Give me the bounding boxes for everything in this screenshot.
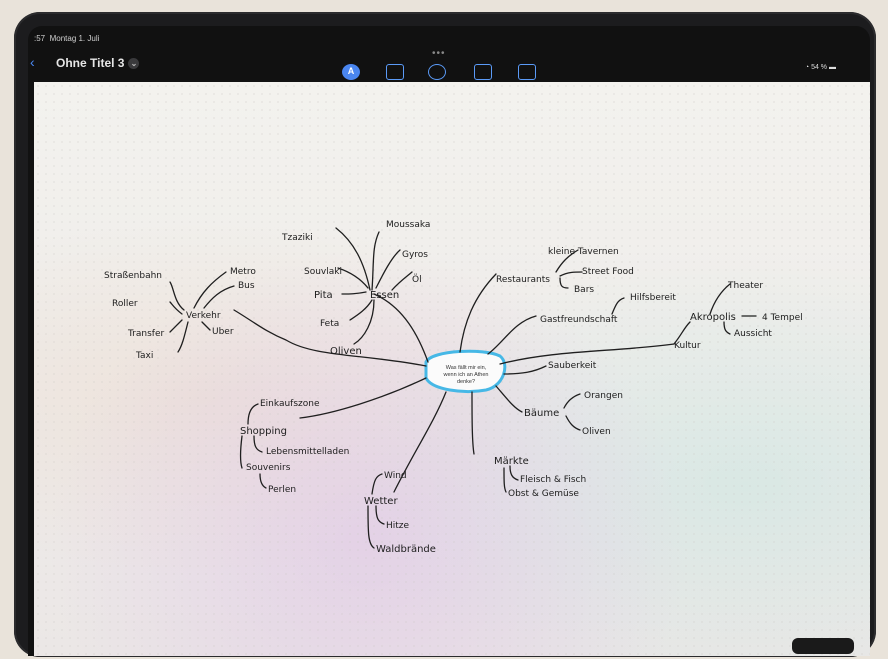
back-icon[interactable]: ‹: [30, 54, 35, 70]
more-dots-icon[interactable]: •••: [432, 48, 446, 59]
chevron-down-icon[interactable]: ⌄: [128, 58, 140, 70]
node-taxi: Taxi: [135, 351, 153, 361]
text-icon[interactable]: [474, 64, 492, 80]
node-maerkte: Märkte: [494, 456, 529, 467]
shapes-icon[interactable]: [428, 64, 446, 80]
node-oliven-baeume: Oliven: [582, 427, 611, 437]
node-roller: Roller: [112, 299, 138, 309]
center-bubble: [424, 349, 507, 393]
node-tzaziki: Tzaziki: [281, 233, 313, 243]
node-obst-gemuese: Obst & Gemüse: [508, 489, 579, 499]
home-bar: [792, 638, 854, 654]
tablet-screen: :57 Montag 1. Juli ‹ Ohne Titel 3⌄ ••• A…: [28, 26, 870, 656]
media-icon[interactable]: [518, 64, 536, 80]
node-transfer: Transfer: [127, 329, 164, 339]
node-moussaka: Moussaka: [386, 220, 430, 230]
node-bus: Bus: [238, 281, 255, 291]
node-hitze: Hitze: [386, 521, 410, 531]
toolbar: ‹ Ohne Titel 3⌄ ••• A: [28, 48, 870, 100]
node-wetter: Wetter: [364, 496, 398, 507]
node-aussicht: Aussicht: [734, 329, 772, 339]
node-wind: Wind: [384, 471, 407, 481]
node-souvenirs: Souvenirs: [246, 463, 291, 473]
node-metro: Metro: [230, 267, 256, 277]
node-gyros: Gyros: [402, 250, 428, 260]
node-akropolis: Akropolis: [690, 312, 736, 323]
node-feta: Feta: [320, 319, 339, 329]
node-souvlaki: Souvlaki: [304, 267, 342, 277]
document-title[interactable]: Ohne Titel 3⌄: [56, 56, 140, 70]
node-street-food: Street Food: [582, 267, 634, 277]
status-time: :57 Montag 1. Juli: [34, 34, 100, 43]
node-oliven-essen: Oliven: [330, 346, 362, 357]
battery-indicator: ◔ 54 % ▬: [804, 64, 836, 71]
node-sauberkeit: Sauberkeit: [548, 361, 597, 371]
pen-tool-icon[interactable]: A: [342, 64, 360, 80]
node-gastfreundschaft: Gastfreundschaft: [540, 315, 618, 325]
node-kleine-tavernen: kleine Tavernen: [548, 247, 619, 257]
node-essen: Essen: [370, 290, 399, 301]
node-perlen: Perlen: [268, 485, 296, 495]
node-oel: Öl: [412, 274, 422, 285]
node-kultur: Kultur: [674, 341, 701, 351]
node-4-tempel: 4 Tempel: [762, 313, 803, 323]
node-waldbraende: Waldbrände: [376, 544, 436, 555]
node-theater: Theater: [727, 281, 763, 291]
node-orangen: Orangen: [584, 391, 623, 401]
node-baeume: Bäume: [524, 408, 559, 419]
node-restaurants: Restaurants: [496, 275, 550, 285]
node-bars: Bars: [574, 285, 594, 295]
node-pita: Pita: [314, 290, 333, 301]
mind-map: Was fällt mir ein, wenn ich an Athen den…: [104, 220, 803, 555]
text-box-icon[interactable]: [386, 64, 404, 80]
node-fleisch-fisch: Fleisch & Fisch: [520, 475, 586, 485]
node-strassenbahn: Straßenbahn: [104, 271, 162, 281]
node-uber: Uber: [212, 327, 234, 337]
node-shopping: Shopping: [240, 426, 287, 437]
center-question-line-3: denke?: [457, 379, 475, 385]
node-lebensmittelladen: Lebensmittelladen: [266, 447, 349, 457]
drawing-canvas[interactable]: Was fällt mir ein, wenn ich an Athen den…: [34, 82, 870, 656]
node-verkehr: Verkehr: [186, 311, 221, 321]
node-einkaufszone: Einkaufszone: [260, 399, 320, 409]
center-question-line-1: Was fällt mir ein,: [446, 365, 487, 371]
node-hilfsbereit: Hilfsbereit: [630, 293, 676, 303]
center-question-line-2: wenn ich an Athen: [443, 372, 489, 378]
status-bar: :57 Montag 1. Juli: [28, 26, 870, 48]
